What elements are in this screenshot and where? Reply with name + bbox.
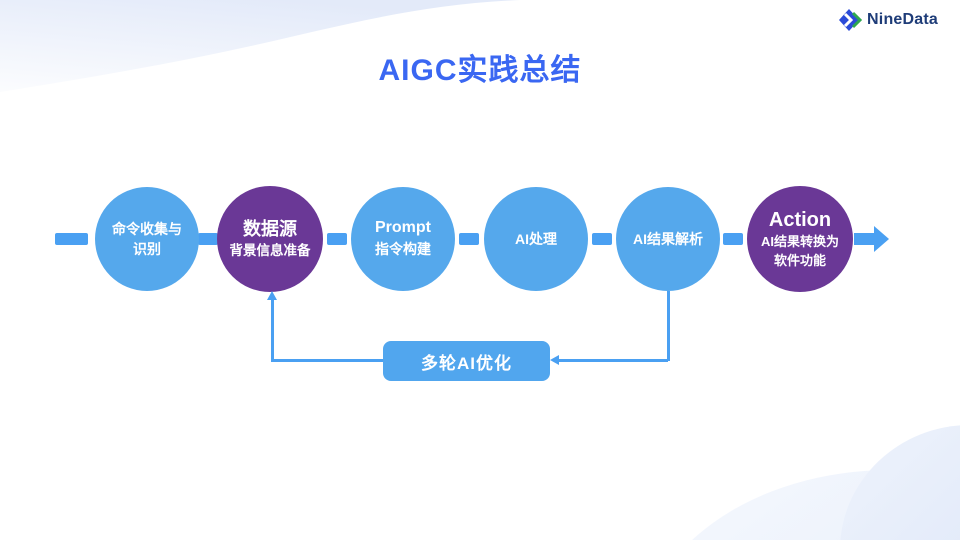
- node-label: 背景信息准备: [229, 242, 311, 258]
- flow-node-data-source: 数据源 背景信息准备: [217, 186, 323, 292]
- flow-start-connector: [55, 233, 88, 245]
- ninedata-logo: NineData: [838, 8, 938, 32]
- feedback-arrow-left-icon: [550, 355, 559, 365]
- connector-dash: [327, 233, 347, 245]
- node-label: 命令收集与: [112, 220, 182, 237]
- ninedata-logo-icon: [839, 9, 863, 31]
- feedback-line-from-box: [271, 359, 383, 362]
- node-label: AI处理: [515, 230, 557, 247]
- feedback-box: 多轮AI优化: [383, 341, 550, 381]
- feedback-line-up: [271, 299, 274, 361]
- page-title: AIGC实践总结: [378, 54, 582, 87]
- node-heading: 数据源: [243, 218, 297, 239]
- flow-node-ai-processing: AI处理: [484, 187, 588, 291]
- node-label: 指令构建: [375, 241, 431, 258]
- brand-name: NineData: [867, 11, 938, 28]
- feedback-arrow-up-icon: [267, 291, 277, 300]
- flow-node-prompt: Prompt 指令构建: [351, 187, 455, 291]
- flow-end-arrow-stem: [854, 233, 875, 245]
- flow-node-command-collection: 命令收集与 识别: [95, 187, 199, 291]
- connector-dash: [723, 233, 743, 245]
- feedback-line-to-box: [558, 359, 668, 362]
- flow-node-action: Action AI结果转换为 软件功能: [747, 186, 853, 292]
- connector-dash: [592, 233, 612, 245]
- flow-end-arrow-icon: [874, 226, 889, 252]
- connector-dash: [459, 233, 479, 245]
- flow-node-ai-result-parsing: AI结果解析: [616, 187, 720, 291]
- node-heading: Prompt: [375, 219, 431, 237]
- node-heading: Action: [768, 209, 832, 232]
- node-label: AI结果转换为: [760, 234, 839, 250]
- connector-dash: [198, 233, 218, 245]
- node-label: 识别: [133, 241, 161, 257]
- node-label: AI结果解析: [633, 230, 703, 247]
- bottom-right-wave-decoration: [692, 425, 960, 540]
- node-label: 软件功能: [773, 252, 826, 268]
- feedback-line-down: [667, 291, 670, 361]
